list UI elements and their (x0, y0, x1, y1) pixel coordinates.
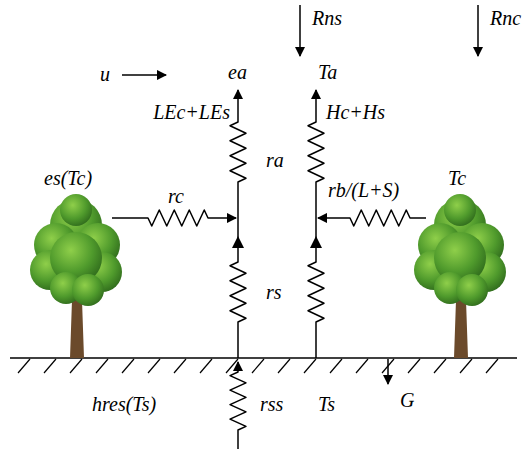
vapour-pressure: ea (228, 60, 247, 84)
hatch-stroke (200, 359, 212, 373)
resistance-label: rc (168, 184, 184, 208)
air-temperature: Ta (318, 60, 337, 84)
hatch-stroke (408, 359, 420, 373)
latent-heat-path (230, 90, 246, 358)
hatch-stroke (96, 359, 108, 373)
radiation-label: Rns (312, 6, 342, 30)
radiation-arrow (299, 5, 301, 56)
resistance-label: ra (266, 148, 284, 172)
radiation-arrow (477, 5, 479, 56)
resistance-label: rs (266, 280, 282, 304)
hatch-stroke (460, 359, 472, 373)
sensible-heat-flux: Hc+Hs (326, 100, 385, 124)
canopy-temperature: Tc (448, 166, 466, 190)
sensible-heat-path (308, 90, 324, 358)
soil-resistance (230, 362, 246, 449)
hatch-stroke (148, 359, 160, 373)
leaf-vapour-pressure: es(Tc) (44, 166, 92, 190)
tree-right (414, 194, 506, 358)
hatch-stroke (174, 359, 186, 373)
hatch-stroke (122, 359, 134, 373)
hatch-stroke (226, 359, 238, 373)
latent-heat-flux: LEc+LEs (153, 100, 230, 124)
hatch-stroke (278, 359, 290, 373)
resistance-label: rb/(L+S) (328, 178, 399, 202)
hatch-stroke (252, 359, 264, 373)
soil-vapour-pressure: hres(Ts) (92, 392, 156, 416)
ground-heat-flux: G (400, 388, 414, 412)
boundary-resistance (318, 210, 426, 226)
ground-flux-arrow (387, 359, 389, 384)
hatch-stroke (330, 359, 342, 373)
hatch-stroke (44, 359, 56, 373)
hatch-stroke (434, 359, 446, 373)
resistance-label: rss (260, 392, 283, 416)
tree-left (30, 194, 122, 358)
canopy-resistance (112, 210, 236, 226)
ground-hatching (18, 359, 498, 373)
hatch-stroke (486, 359, 498, 373)
hatch-stroke (304, 359, 316, 373)
radiation-label: Rnc (490, 6, 521, 30)
wind-arrow (122, 74, 166, 76)
hatch-stroke (356, 359, 368, 373)
soil-temperature: Ts (318, 392, 335, 416)
hatch-stroke (70, 359, 82, 373)
ground-line (10, 357, 517, 359)
hatch-stroke (18, 359, 30, 373)
wind-speed: u (100, 62, 110, 86)
resistor-wires (112, 90, 426, 449)
